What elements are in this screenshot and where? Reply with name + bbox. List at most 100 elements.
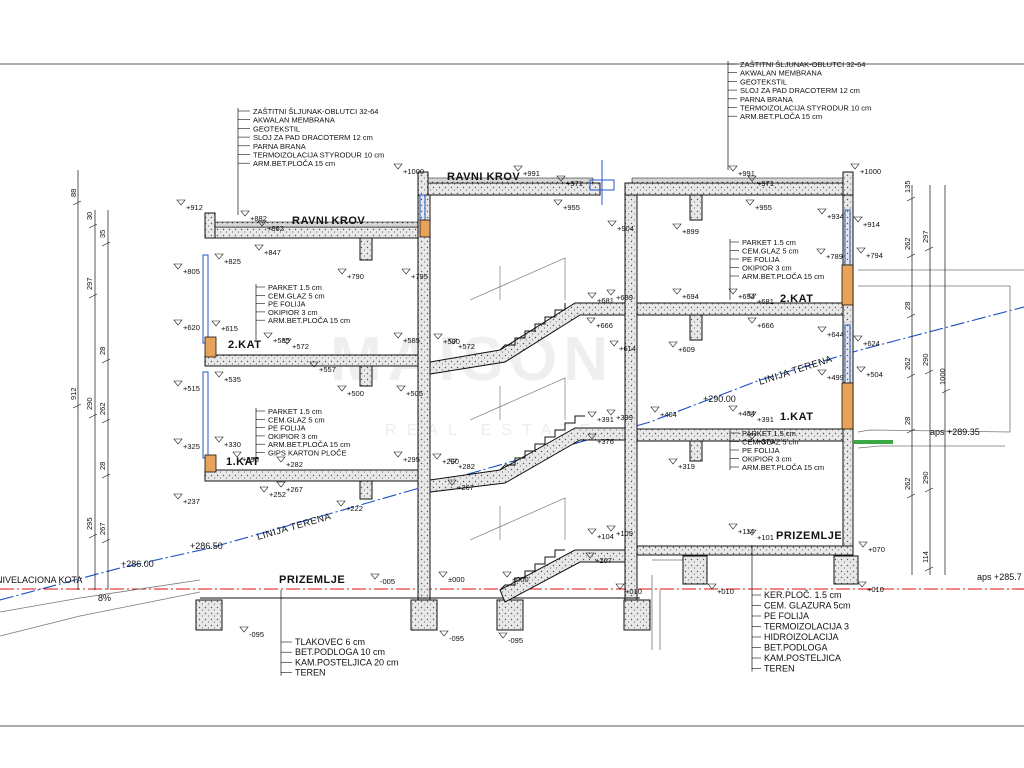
label-prizemlje-left: PRIZEMLJE — [279, 574, 345, 586]
level-value: -005 — [380, 577, 395, 586]
level-value: +1000 — [403, 167, 424, 176]
level-value: +237 — [183, 497, 200, 506]
note-line: ARM.BET.PLOČA 15 cm — [740, 112, 822, 121]
dimension-value: 1000 — [938, 368, 947, 385]
level-mark: +585 — [393, 332, 420, 345]
level-mark: +805 — [173, 263, 200, 276]
level-value: +010 — [625, 587, 642, 596]
level-mark: +1000 — [850, 163, 881, 176]
dimension-tick — [906, 196, 916, 202]
level-value: +991 — [523, 169, 540, 178]
note-line: ARM.BET.PLOČA 15 cm — [742, 272, 824, 281]
level-mark: +689 — [606, 289, 633, 302]
level-mark: +572 — [282, 338, 309, 351]
level-value: +391 — [597, 415, 614, 424]
level-value: +666 — [596, 321, 613, 330]
ground-level-label: NIVELACIONA KOTA — [0, 575, 82, 585]
level-mark: +681 — [587, 292, 614, 305]
label-2kat-left: 2.KAT — [228, 339, 261, 351]
level-value: +681 — [757, 297, 774, 306]
level-value: +971 — [757, 179, 774, 188]
level-value: +010 — [717, 587, 734, 596]
note-line: OKIPIOR 3 cm — [742, 455, 792, 464]
level-value: +825 — [224, 257, 241, 266]
note-line: PE FOLIJA — [268, 424, 306, 433]
note-line: CEM.GLAZ 5 cm — [742, 438, 799, 447]
dimension-value: 290 — [921, 353, 930, 366]
note-line: GEOTEKSTIL — [253, 124, 300, 133]
level-mark: +904 — [607, 220, 634, 233]
frame — [0, 63, 1024, 727]
note-line: TLAKOVEC 6 cm — [295, 637, 365, 647]
existing-terrain — [0, 269, 1024, 650]
level-value: +319 — [678, 462, 695, 471]
level-value: +615 — [221, 324, 238, 333]
level-mark: +557 — [309, 361, 336, 374]
level-value: +882 — [250, 214, 267, 223]
level-mark: +934 — [817, 208, 844, 221]
level-value: -095 — [508, 636, 523, 645]
level-mark: +955 — [745, 199, 772, 212]
level-value: +376 — [757, 437, 774, 446]
level-value: +991 — [738, 169, 755, 178]
note-line: PARNA BRANA — [253, 142, 306, 151]
label-ravni-krov-left: RAVNI KROV — [292, 215, 365, 227]
level-value: +222 — [346, 504, 363, 513]
level-mark: +666 — [747, 317, 774, 330]
level-value: +1000 — [860, 167, 881, 176]
level-mark: +295 — [393, 451, 420, 464]
level-mark: +325 — [173, 438, 200, 451]
level-value: +295 — [403, 455, 420, 464]
dimension-tick — [924, 566, 934, 572]
abs-level: aps +289.35 — [930, 427, 980, 437]
level-mark: +319 — [668, 458, 695, 471]
level-mark: +795 — [401, 268, 428, 281]
level-value: +572 — [292, 342, 309, 351]
level-marks: +1000+991+971+955+1000+991+971+955+912+8… — [173, 163, 885, 645]
level-value: +789 — [826, 252, 843, 261]
dimension-tick — [88, 533, 98, 539]
level-mark: +376 — [587, 433, 614, 446]
level-value: +114 — [738, 527, 754, 536]
dimension-tick — [906, 428, 916, 434]
level-mark: ±000 — [438, 571, 465, 584]
dimension-tick — [101, 241, 111, 247]
level-mark: +391 — [747, 411, 774, 424]
note-line: PARKET 1.5 cm — [268, 283, 322, 292]
level-mark: +912 — [176, 199, 203, 212]
level-mark: +500 — [337, 385, 364, 398]
dimension-tick — [88, 293, 98, 299]
dimension-value: 262 — [903, 237, 912, 250]
note-line: KER.PLOČ. 1.5 cm — [764, 590, 842, 600]
note-line: ZAŠTITNI ŠLJUNAK-OBLUTCI 32-64 — [253, 107, 378, 116]
level-mark: +615 — [211, 320, 238, 333]
level-mark: +694 — [728, 288, 755, 301]
note-line: PE FOLIJA — [268, 300, 306, 309]
level-value: +934 — [827, 212, 844, 221]
level-value: +267 — [457, 483, 474, 492]
level-value: +689 — [616, 293, 633, 302]
level-mark: +644 — [817, 326, 844, 339]
level-mark: +010 — [615, 583, 642, 596]
level-mark: +825 — [214, 253, 241, 266]
level-mark: +794 — [856, 247, 883, 260]
level-mark: +790 — [337, 268, 364, 281]
note-line: TEREN — [764, 664, 795, 674]
level-value: +955 — [563, 203, 580, 212]
level-mark: ±000 — [502, 571, 529, 584]
note-line: ZAŠTITNI ŠLJUNAK-OBLUTCI 32-64 — [740, 60, 865, 69]
staircase — [429, 257, 626, 603]
note-line: SLOJ ZA PAD DRACOTERM 12 cm — [740, 86, 860, 95]
abs-level: +286.50 — [190, 541, 223, 551]
level-mark: +104 — [587, 528, 614, 541]
level-mark: +399 — [606, 409, 633, 422]
label-1kat-right: 1.KAT — [780, 411, 813, 423]
dimension-value: 290 — [921, 471, 930, 484]
level-mark: +222 — [336, 500, 363, 513]
level-value: +267 — [286, 485, 303, 494]
level-value: +614 — [619, 344, 636, 353]
terrain-label-right: LINIJA TERENA — [758, 354, 834, 388]
